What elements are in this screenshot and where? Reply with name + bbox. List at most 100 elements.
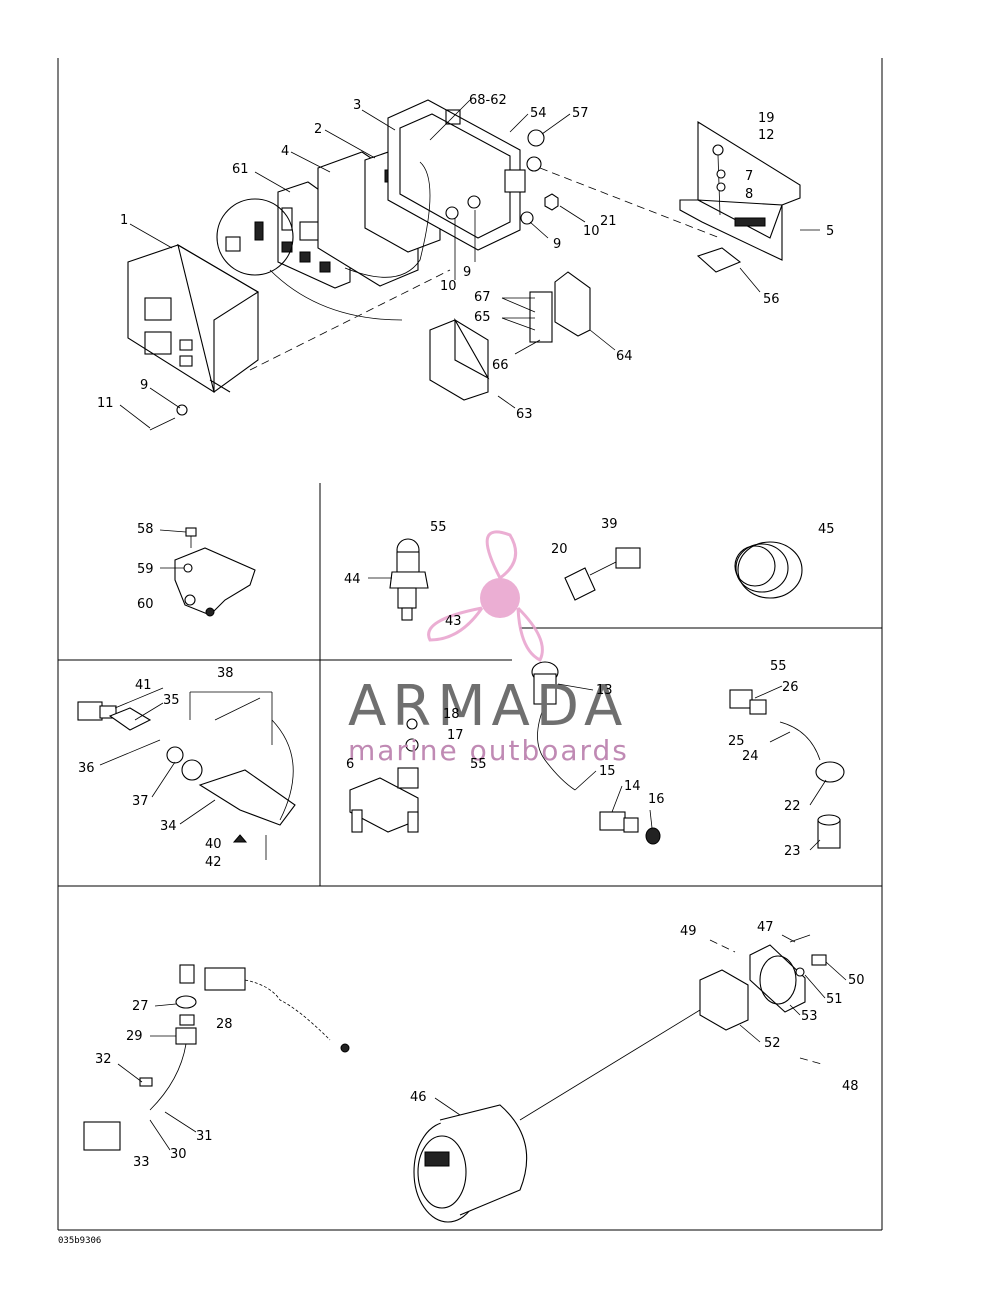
callout-30: 30 — [170, 1147, 187, 1162]
callout-17: 17 — [447, 728, 464, 743]
part-56-spacer — [696, 247, 742, 273]
callout-41: 41 — [135, 678, 152, 693]
callout-52: 52 — [764, 1036, 781, 1051]
callout-9c: 9 — [140, 378, 148, 393]
callout-18: 18 — [443, 707, 460, 722]
callout-58: 58 — [137, 522, 154, 537]
parts-34-42-sensor-assembly — [77, 691, 296, 860]
callout-22: 22 — [784, 799, 801, 814]
callout-53: 53 — [801, 1009, 818, 1024]
hardware-9-10-21 — [249, 167, 721, 371]
callout-16: 16 — [648, 792, 665, 807]
callout-1: 1 — [120, 213, 128, 228]
watermark-tagline: marine outboards — [348, 734, 629, 767]
callout-5: 5 — [826, 224, 834, 239]
callout-36: 36 — [78, 761, 95, 776]
callout-42: 42 — [205, 855, 222, 870]
parts-20-39-sender — [564, 547, 641, 601]
callout-55c: 55 — [770, 659, 787, 674]
callout-labels: 3 68-62 54 57 2 4 61 1 19 12 7 8 5 21 10… — [78, 93, 865, 1170]
callout-43: 43 — [445, 614, 462, 629]
callout-48: 48 — [842, 1079, 859, 1094]
callout-15: 15 — [599, 764, 616, 779]
callout-50: 50 — [848, 973, 865, 988]
parts-47-53-connector — [699, 934, 827, 1066]
callout-3: 3 — [353, 98, 361, 113]
callout-55a: 55 — [430, 520, 447, 535]
callout-26: 26 — [782, 680, 799, 695]
callout-29: 29 — [126, 1029, 143, 1044]
callout-47: 47 — [757, 920, 774, 935]
callout-20: 20 — [551, 542, 568, 557]
parts-13-16-pressure-sender — [531, 661, 661, 845]
callout-57: 57 — [572, 106, 589, 121]
callout-27: 27 — [132, 999, 149, 1014]
callout-34: 34 — [160, 819, 177, 834]
leader-lines-lower — [99, 529, 847, 1151]
callout-63: 63 — [516, 407, 533, 422]
callout-8: 8 — [745, 187, 753, 202]
callout-4: 4 — [281, 144, 289, 159]
part-45-ring — [734, 541, 803, 599]
parts-27-33-speed-sensor — [83, 964, 350, 1151]
watermark-logo — [427, 530, 544, 663]
callout-9b: 9 — [463, 265, 471, 280]
figure-code: 035b9306 — [58, 1236, 101, 1246]
callout-21: 21 — [600, 214, 617, 229]
callout-14: 14 — [624, 779, 641, 794]
callout-32: 32 — [95, 1052, 112, 1067]
callout-24: 24 — [742, 749, 759, 764]
callout-54: 54 — [530, 106, 547, 121]
parts-22-26-sender — [729, 689, 845, 849]
callout-31: 31 — [196, 1129, 213, 1144]
part-46-gauge — [413, 1009, 701, 1223]
callout-60: 60 — [137, 597, 154, 612]
callout-12: 12 — [758, 128, 775, 143]
callout-7: 7 — [745, 169, 753, 184]
callout-56: 56 — [763, 292, 780, 307]
callout-67: 67 — [474, 290, 491, 305]
watermark-brand: ARMADA — [348, 674, 628, 739]
detail-circle-buttons — [216, 198, 403, 321]
leader-lines-top — [119, 99, 820, 429]
callout-49: 49 — [680, 924, 697, 939]
callout-2: 2 — [314, 122, 322, 137]
callout-40: 40 — [205, 837, 222, 852]
callout-68-62: 68-62 — [469, 93, 507, 108]
part-6-tee-fitting — [349, 718, 419, 833]
callout-64: 64 — [616, 349, 633, 364]
parts-63-67-relay — [429, 271, 591, 401]
callout-35: 35 — [163, 693, 180, 708]
callout-25: 25 — [728, 734, 745, 749]
callout-45: 45 — [818, 522, 835, 537]
callout-37: 37 — [132, 794, 149, 809]
callout-28: 28 — [216, 1017, 233, 1032]
callout-46: 46 — [410, 1090, 427, 1105]
part-44-temperature-sensor — [389, 538, 429, 621]
callout-13: 13 — [596, 683, 613, 698]
callout-38: 38 — [217, 666, 234, 681]
callout-39: 39 — [601, 517, 618, 532]
callout-55b: 55 — [470, 757, 487, 772]
callout-19: 19 — [758, 111, 775, 126]
parts-58-60-bracket — [174, 527, 256, 617]
callout-65: 65 — [474, 310, 491, 325]
part-5-mounting-bracket — [679, 121, 801, 261]
callout-10b: 10 — [440, 279, 457, 294]
part-11-screw — [149, 404, 188, 431]
callout-9a: 9 — [553, 237, 561, 252]
part-3-rear-housing — [344, 99, 521, 278]
callout-6: 6 — [346, 757, 354, 772]
part-54-57-connectors — [504, 129, 545, 193]
callout-61: 61 — [232, 162, 249, 177]
callout-59: 59 — [137, 562, 154, 577]
callout-66: 66 — [492, 358, 509, 373]
callout-11: 11 — [97, 396, 114, 411]
callout-51: 51 — [826, 992, 843, 1007]
callout-23: 23 — [784, 844, 801, 859]
callout-44: 44 — [344, 572, 361, 587]
callout-33: 33 — [133, 1155, 150, 1170]
panel-borders — [57, 58, 883, 1231]
callout-10a: 10 — [583, 224, 600, 239]
